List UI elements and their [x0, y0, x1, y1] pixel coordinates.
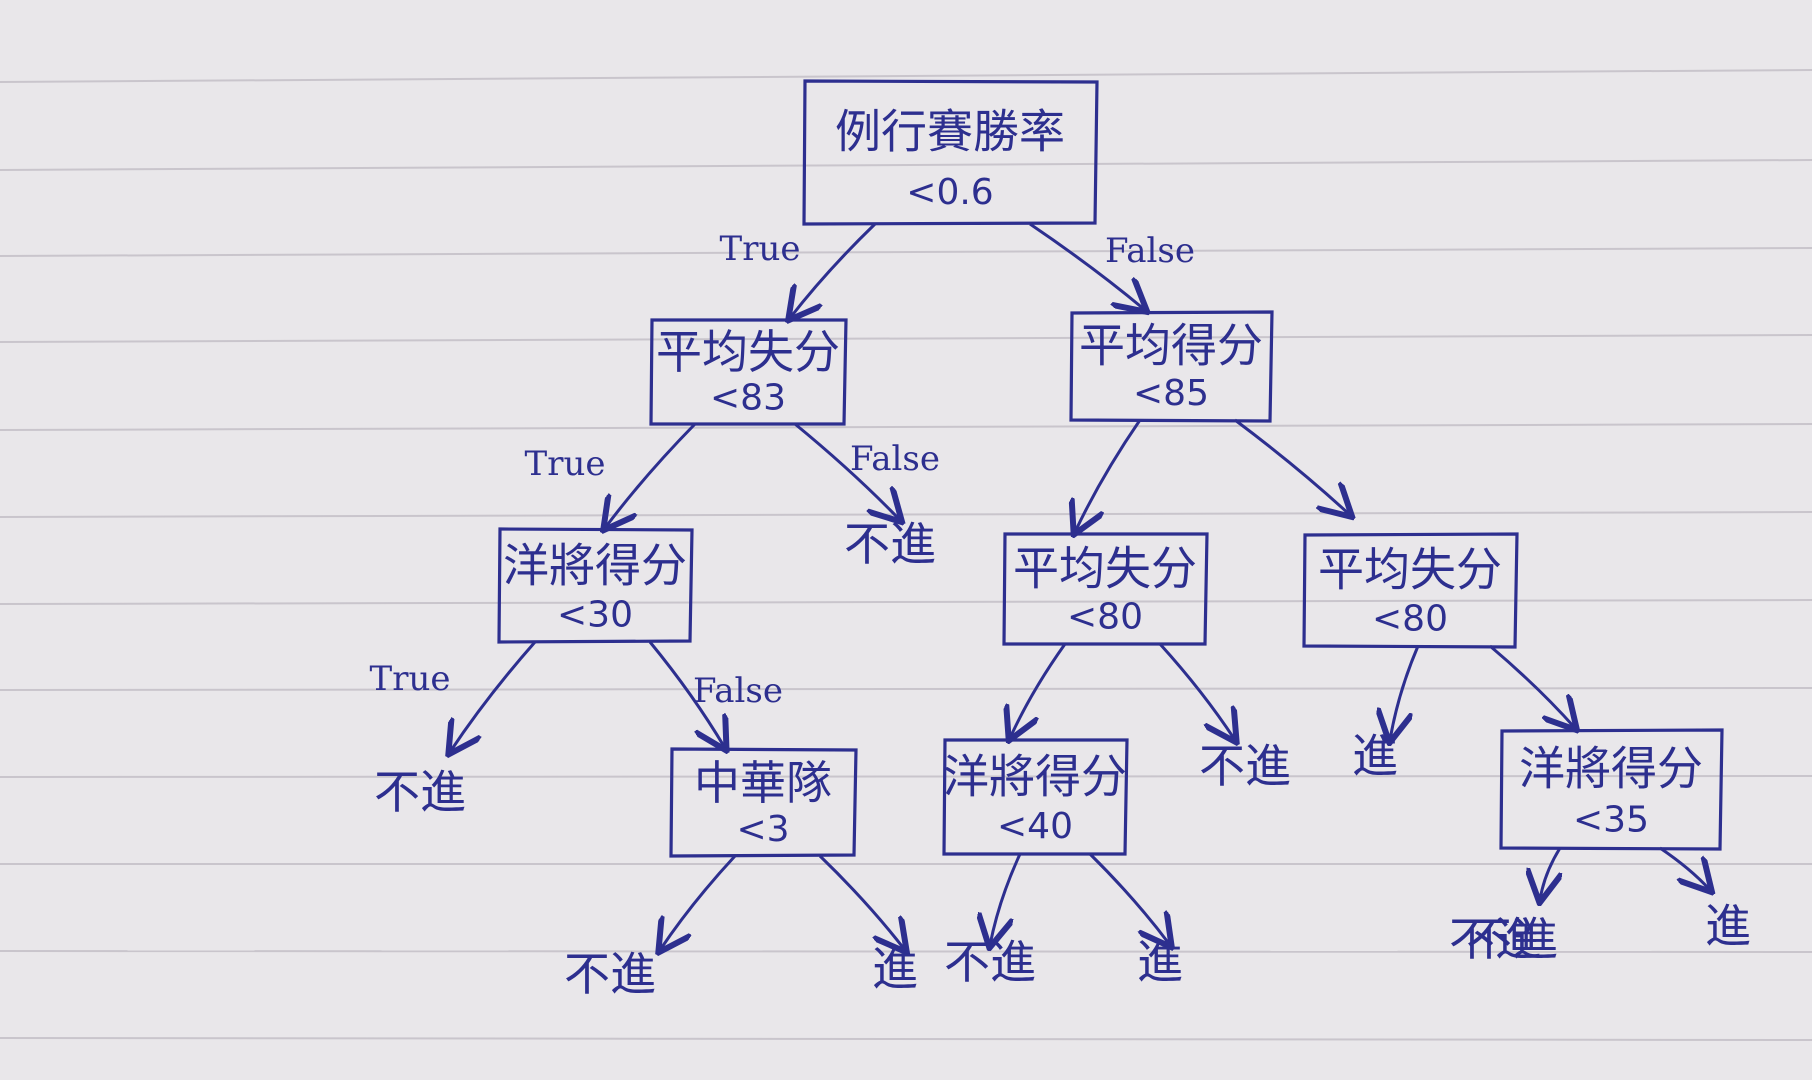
node-threshold-label: <40 [997, 806, 1073, 847]
node-box [1499, 728, 1724, 851]
edge-n4-l2 [450, 641, 537, 752]
leaf-label-l4: 進 [872, 942, 918, 996]
edge-n7-l3 [660, 854, 737, 950]
edge-n3-n5 [1075, 419, 1142, 532]
leaf-label-l11: 進 [1705, 899, 1751, 953]
edge-n5-n8 [1010, 643, 1067, 738]
edge-n1-n2 [790, 222, 877, 318]
edge-n8-l6 [1088, 852, 1170, 945]
node-threshold-label: <3 [736, 809, 789, 850]
node-box [1069, 310, 1274, 423]
leaf-label-l6: 進 [1137, 935, 1183, 989]
edge-n9-l11 [1659, 846, 1710, 890]
edge-n7-l4 [818, 854, 905, 950]
node-threshold-label: <83 [710, 377, 786, 418]
decision-node-n3: 平均得分<85 [1069, 310, 1274, 423]
node-feature-label: 中華隊 [694, 756, 832, 810]
leaf-label-l8: 不進 [1199, 739, 1291, 793]
node-threshold-label: <35 [1573, 799, 1649, 840]
node-feature-label: 洋將得分 [943, 749, 1127, 803]
node-threshold-label: <80 [1067, 597, 1143, 638]
decision-node-n4: 洋將得分<30 [497, 527, 694, 644]
decision-node-n7: 中華隊<3 [669, 747, 858, 858]
leaf-label-l3: 不進 [564, 947, 656, 1001]
decision-node-n1: 例行賽勝率 <0.6 [802, 79, 1099, 226]
decision-node-n5: 平均失分<80 [1002, 532, 1209, 646]
edge-n1-n3 [1029, 222, 1145, 310]
node-feature-label: 平均得分 [1079, 319, 1263, 373]
tree-edges [450, 222, 1710, 950]
node-box [649, 318, 848, 426]
edge-label-n4-n7: False [693, 671, 783, 711]
node-feature-label: 洋將得分 [1519, 741, 1703, 795]
node-threshold-label: <80 [1372, 598, 1448, 639]
edge-label-n1-n2: True [720, 229, 801, 269]
edge-label-n2-n4: True [525, 444, 606, 484]
leaf-label-l5: 不進 [944, 935, 1036, 989]
decision-node-n2: 平均失分<83 [649, 318, 848, 426]
edge-label-n4-l2: True [370, 659, 451, 699]
leaf-label-l9: 進 [1352, 729, 1398, 783]
leaf-label-l2: 不進 [374, 765, 466, 819]
edge-n6-n9 [1489, 644, 1575, 728]
node-feature-label: 平均失分 [1318, 543, 1502, 597]
edge-n2-n4 [605, 422, 697, 528]
edge-n5-l8 [1158, 642, 1235, 740]
node-feature-label: 平均失分 [656, 325, 840, 379]
node-box [669, 747, 858, 858]
node-feature-label: 洋將得分 [503, 539, 687, 593]
edge-n2-l1 [794, 422, 900, 520]
decision-node-n9: 洋將得分<35 [1499, 728, 1724, 851]
tree-leaves: 不進不進不進進不進進不進不進進不進進 [374, 517, 1751, 1001]
decision-node-n8: 洋將得分<40 [942, 738, 1129, 856]
tree-nodes: 例行賽勝率<0.6平均失分<83平均得分<85洋將得分<30平均失分<80平均失… [497, 79, 1724, 858]
edge-label-n1-n3: False [1105, 231, 1195, 271]
edge-n4-n7 [648, 641, 725, 748]
node-box [497, 527, 694, 644]
leaf-label-l1: 不進 [844, 517, 936, 571]
node-box [802, 79, 1099, 226]
decision-node-n6: 平均失分<80 [1302, 532, 1519, 649]
node-threshold-label: <30 [557, 594, 633, 635]
leaf-label-l7: 不進 [1449, 912, 1541, 966]
node-box [1302, 532, 1519, 649]
node-box [1002, 532, 1209, 646]
node-feature-label: 例行賽勝率 [835, 104, 1065, 158]
node-box [942, 738, 1129, 856]
edge-label-n2-l1: False [850, 439, 940, 479]
edge-n9-l10 [1540, 847, 1560, 900]
edge-n8-l5 [990, 853, 1022, 945]
leaf-label-l10: 不進 [1466, 912, 1558, 966]
edge-n3-n6 [1234, 418, 1350, 515]
node-threshold-label: <85 [1133, 373, 1209, 414]
node-feature-label: 平均失分 [1013, 542, 1197, 596]
node-threshold-label: <0.6 [906, 172, 993, 213]
edge-n6-l7 [1390, 645, 1420, 740]
